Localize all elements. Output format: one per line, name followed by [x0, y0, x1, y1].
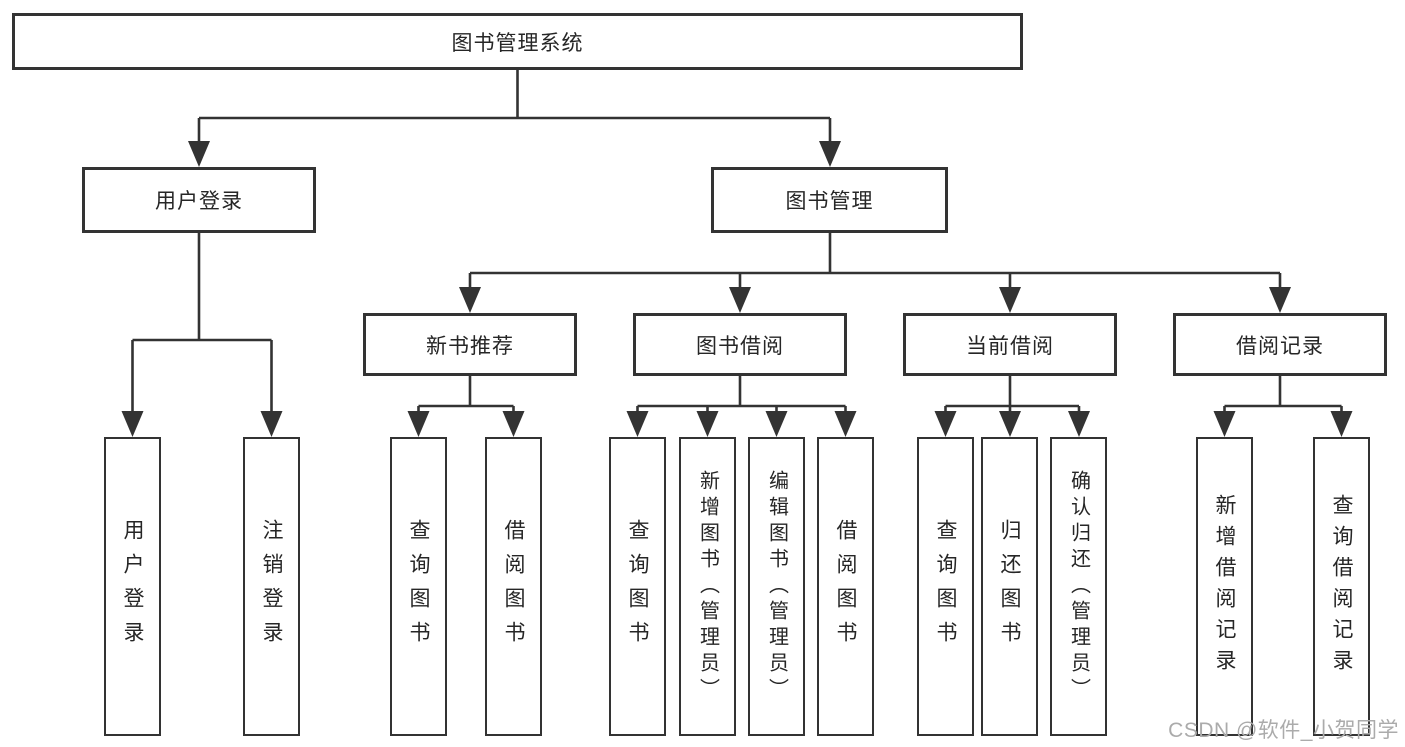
leaf-edit-books-admin: 编辑图书（管理员） — [748, 437, 805, 736]
node-book-borrowing: 图书借阅 — [633, 313, 847, 376]
leaf-user-login: 用户登录 — [104, 437, 161, 736]
leaf-label: 查询图书 — [407, 518, 430, 655]
connector-userlogin-to-leaves — [131, 233, 273, 420]
node-label: 图书管理系统 — [451, 31, 584, 55]
connector-borrowrecord-to-leaves — [1223, 376, 1343, 420]
leaf-label: 编辑图书（管理员） — [765, 469, 788, 704]
node-new-book-recommendation: 新书推荐 — [363, 313, 577, 376]
connector-bookmgmt-to-level2 — [468, 233, 1282, 300]
leaf-label: 查询图书 — [934, 518, 957, 655]
node-label: 当前借阅 — [966, 334, 1054, 358]
leaf-label: 查询图书 — [626, 518, 649, 655]
node-label: 借阅记录 — [1236, 334, 1324, 358]
leaf-return-books: 归还图书 — [981, 437, 1038, 736]
csdn-watermark: CSDN @软件_小贺同学 — [1168, 719, 1399, 742]
leaf-borrow-books: 借阅图书 — [485, 437, 542, 736]
leaf-label: 借阅图书 — [834, 518, 857, 655]
leaf-query-books: 查询图书 — [609, 437, 666, 736]
leaf-borrow-books: 借阅图书 — [817, 437, 874, 736]
leaf-query-books: 查询图书 — [917, 437, 974, 736]
node-label: 图书管理 — [785, 190, 874, 213]
node-label: 用户登录 — [155, 190, 243, 213]
leaf-confirm-return-admin: 确认归还（管理员） — [1050, 437, 1107, 736]
node-label: 新书推荐 — [426, 334, 514, 358]
connector-currentborrow-to-leaves — [944, 376, 1081, 420]
leaf-label: 借阅图书 — [502, 518, 525, 655]
leaf-query-borrow-record: 查询借阅记录 — [1313, 437, 1370, 736]
leaf-label: 查询借阅记录 — [1330, 493, 1353, 680]
leaf-label: 确认归还（管理员） — [1067, 469, 1090, 704]
leaf-label: 新增借阅记录 — [1213, 493, 1236, 680]
connector-newbook-to-leaves — [417, 376, 515, 420]
leaf-label: 新增图书（管理员） — [696, 469, 719, 704]
node-label: 图书借阅 — [696, 334, 784, 358]
node-current-borrowing: 当前借阅 — [903, 313, 1117, 376]
leaf-label: 用户登录 — [121, 518, 144, 655]
node-borrowing-records: 借阅记录 — [1173, 313, 1387, 376]
leaf-label: 注销登录 — [260, 518, 283, 655]
node-book-management: 图书管理 — [711, 167, 948, 233]
leaf-add-borrow-record: 新增借阅记录 — [1196, 437, 1253, 736]
connector-bookborrow-to-leaves — [636, 376, 847, 420]
leaf-logout-login: 注销登录 — [243, 437, 300, 736]
leaf-label: 归还图书 — [998, 518, 1021, 655]
leaf-add-books-admin: 新增图书（管理员） — [679, 437, 736, 736]
connector-root-to-level1 — [197, 70, 832, 150]
node-user-login: 用户登录 — [82, 167, 316, 233]
leaf-query-books: 查询图书 — [390, 437, 447, 736]
node-library-management-system: 图书管理系统 — [12, 13, 1023, 70]
